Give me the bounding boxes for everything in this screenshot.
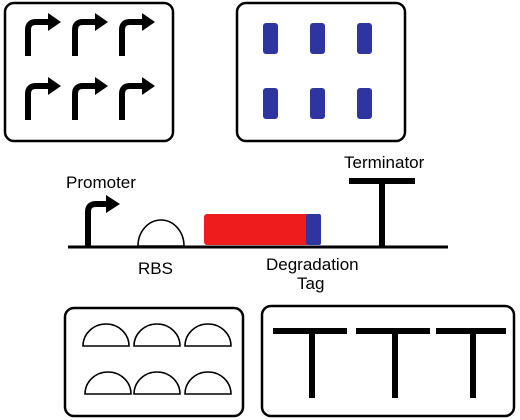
panel-promoters	[3, 1, 175, 143]
rbs-icon	[184, 371, 232, 395]
promoter-arrow-icon	[25, 83, 50, 120]
promoter-arrowhead-icon	[142, 77, 155, 95]
rbs-icon	[133, 323, 181, 347]
degradation-tag-label-line2: Tag	[297, 274, 324, 293]
promoter-arrow-icon	[72, 19, 97, 56]
blue-block	[310, 88, 325, 119]
blue-block	[357, 23, 372, 54]
blue-block	[310, 23, 325, 54]
panel-blocks	[235, 1, 407, 143]
promoter-arrowhead-icon	[106, 195, 120, 213]
rbs-icon	[184, 323, 232, 347]
degradation-tag-label-line1: Degradation	[266, 255, 359, 274]
panel-rbs	[63, 306, 245, 418]
promoter-arrowhead-icon	[142, 13, 155, 31]
terminator-label: Terminator	[344, 153, 425, 172]
promoter-arrow-icon	[72, 83, 97, 120]
promoter-arrow-icon	[119, 83, 144, 120]
rbs-label: RBS	[138, 259, 173, 278]
panel-blocks-frame	[235, 1, 407, 143]
panel-terminators-frame	[260, 304, 516, 418]
rbs-icon	[84, 371, 132, 395]
panel-promoters-frame	[3, 1, 175, 143]
coding-sequence-block	[204, 214, 309, 245]
terminator-shapes	[273, 328, 506, 398]
blue-blocks	[263, 23, 372, 119]
promoter-arrowhead-icon	[95, 77, 108, 95]
promoter-arrow-icon	[25, 19, 50, 56]
promoter-arrowhead-icon	[48, 77, 61, 95]
promoter-arrowhead-icon	[95, 13, 108, 31]
promoter-label: Promoter	[66, 173, 136, 192]
blue-block	[357, 88, 372, 119]
rbs-icon	[137, 219, 185, 247]
gene-construct: Promoter RBS Degradation Tag Terminator	[66, 153, 448, 293]
panel-terminators	[260, 304, 516, 418]
degradation-tag-block	[306, 214, 321, 245]
promoter-icon	[85, 201, 108, 247]
blue-block	[263, 23, 278, 54]
promoter-arrowhead-icon	[48, 13, 61, 31]
promoter-arrows	[25, 13, 155, 120]
panel-rbs-frame	[63, 306, 245, 418]
rbs-icon	[82, 323, 130, 347]
rbs-icon	[133, 371, 181, 395]
rbs-shapes	[82, 323, 232, 395]
promoter-arrow-icon	[119, 19, 144, 56]
blue-block	[263, 88, 278, 119]
